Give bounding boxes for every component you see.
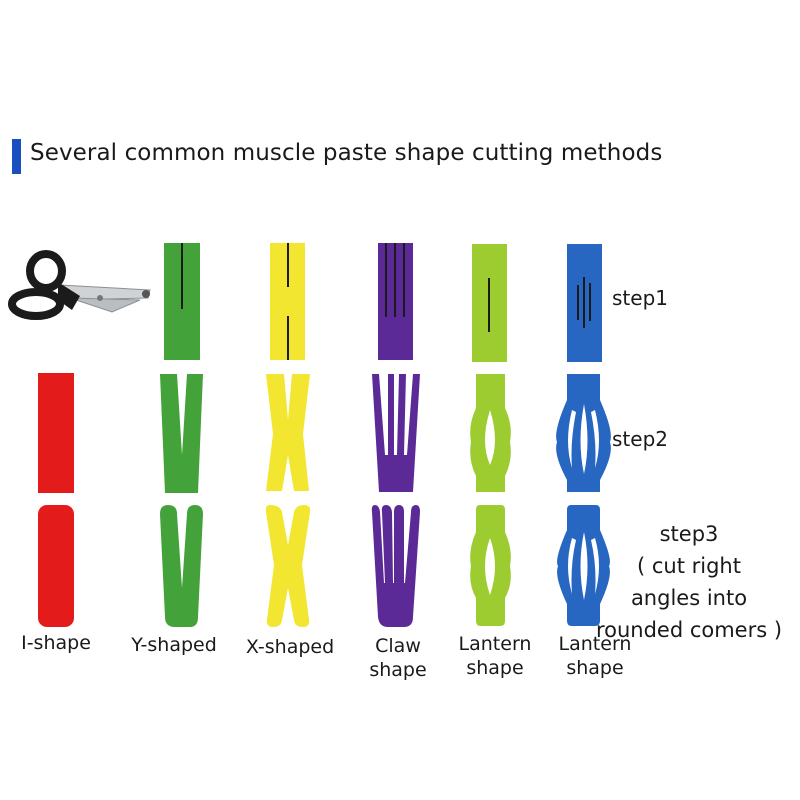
label-line: Lantern xyxy=(558,633,632,655)
label-y-shaped: Y-shaped xyxy=(124,633,224,657)
title-accent-bar xyxy=(12,139,21,174)
lantern-blue-step2 xyxy=(556,374,611,492)
x-step2 xyxy=(266,374,310,491)
step3-note: step3 ( cut right angles into rounded co… xyxy=(578,518,800,646)
step3-line: step3 xyxy=(659,522,719,546)
lantern-blue-step1 xyxy=(567,244,602,362)
step2-label: step2 xyxy=(612,427,668,451)
label-lantern-shape-single: Lantern shape xyxy=(452,632,538,680)
scissors-icon xyxy=(8,250,151,320)
claw-step3 xyxy=(371,505,420,627)
i-step2 xyxy=(38,373,74,493)
label-line: shape xyxy=(466,657,524,679)
step3-line: angles into xyxy=(630,586,748,610)
label-line: Claw xyxy=(375,635,421,657)
y-step3 xyxy=(160,505,203,627)
lantern-blue-step3 xyxy=(557,505,610,626)
label-line: I-shape xyxy=(21,632,91,654)
label-line: shape xyxy=(369,659,427,681)
lantern-green-step1 xyxy=(472,244,507,362)
x-step1 xyxy=(270,243,305,360)
y-step1 xyxy=(164,243,200,360)
claw-step1 xyxy=(378,243,413,360)
label-line: shape xyxy=(566,657,624,679)
label-line: Y-shaped xyxy=(131,634,217,656)
label-claw-shape: Claw shape xyxy=(360,634,436,682)
lantern-green-step3 xyxy=(470,505,511,626)
claw-step2 xyxy=(372,374,420,492)
label-line: Lantern xyxy=(458,633,532,655)
lantern-green-step2 xyxy=(470,374,511,492)
y-step2 xyxy=(160,374,203,493)
label-line: X-shaped xyxy=(245,636,335,658)
x-step3 xyxy=(265,505,311,627)
page-title: Several common muscle paste shape cuttin… xyxy=(30,140,663,166)
label-x-shaped: X-shaped xyxy=(238,635,342,659)
step1-label: step1 xyxy=(612,286,668,310)
i-step3 xyxy=(38,505,74,627)
step3-line: ( cut right xyxy=(637,554,741,578)
label-lantern-shape-multi: Lantern shape xyxy=(552,632,638,680)
label-i-shape: I-shape xyxy=(8,631,104,655)
step3-line: rounded comers ) xyxy=(595,618,783,642)
